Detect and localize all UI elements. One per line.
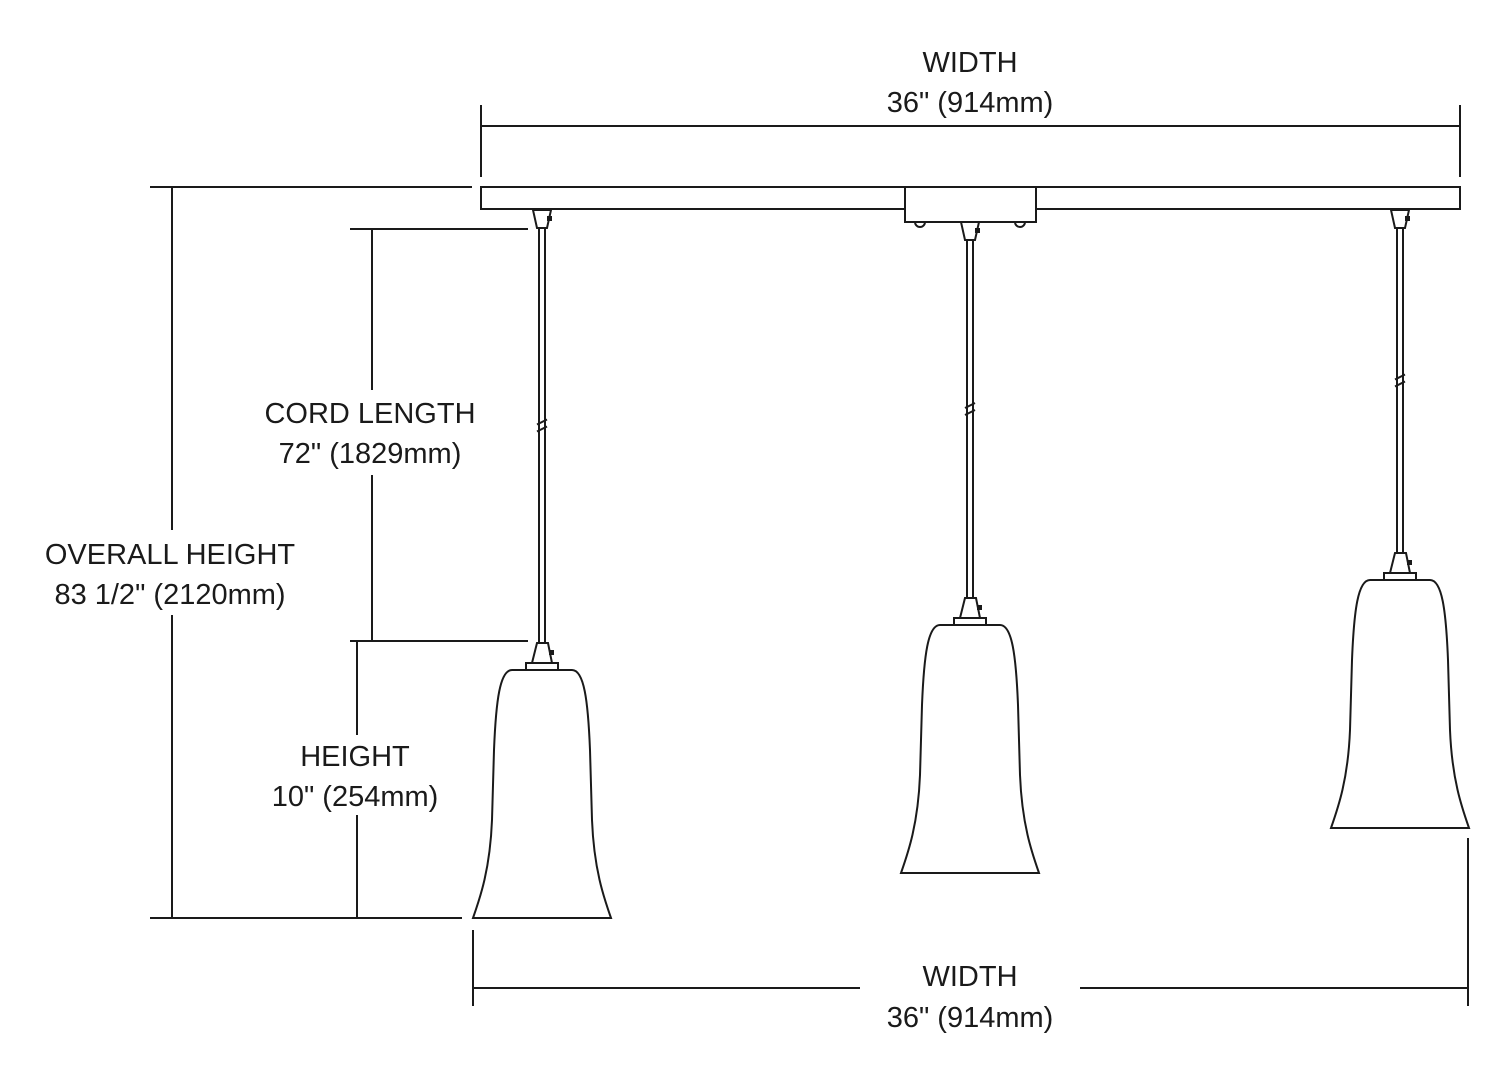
pendant-center (899, 221, 1041, 874)
cord (1396, 227, 1404, 554)
top-width-label: WIDTH (922, 47, 1017, 79)
bottom-width-dimension: WIDTH 36" (914mm) (472, 838, 1469, 1035)
glass-shade (471, 669, 613, 919)
pendant-right (1329, 209, 1471, 829)
glass-shade (899, 624, 1041, 874)
bottom-width-value: 36" (914mm) (887, 1002, 1054, 1034)
cord-length-label: CORD LENGTH (264, 398, 475, 430)
canopy-bar (480, 186, 1461, 228)
cord-length-value: 72" (1829mm) (279, 438, 462, 470)
height-dimension: HEIGHT 10" (254mm) (255, 641, 460, 918)
cord-length-dimension: CORD LENGTH 72" (1829mm) (245, 228, 528, 642)
cord (538, 227, 546, 644)
overall-height-label: OVERALL HEIGHT (45, 539, 296, 571)
bottom-width-label: WIDTH (922, 961, 1017, 993)
cord (966, 239, 974, 599)
pendant-left (471, 209, 613, 919)
top-width-value: 36" (914mm) (887, 87, 1054, 119)
height-label: HEIGHT (300, 741, 410, 773)
glass-shade (1329, 579, 1471, 829)
overall-height-dimension: OVERALL HEIGHT 83 1/2" (2120mm) (20, 186, 472, 919)
overall-height-value: 83 1/2" (2120mm) (54, 579, 285, 611)
height-value: 10" (254mm) (272, 781, 439, 813)
top-width-dimension: WIDTH 36" (914mm) (480, 40, 1461, 177)
